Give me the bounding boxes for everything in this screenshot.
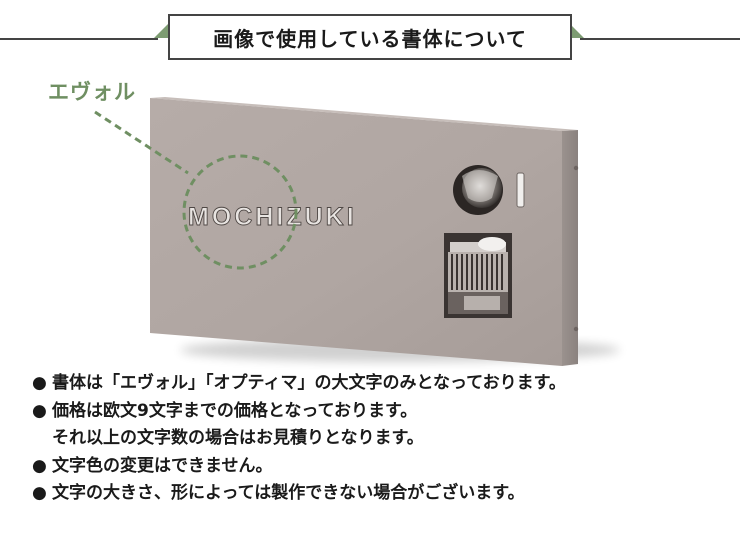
header-corner-left [154, 24, 168, 38]
note-text: それ以上の文字数の場合はお見積りとなります。 [52, 428, 424, 448]
notes-list: ● 書体は「エヴォル」「オプティマ」の大文字のみとなっております。 ● 価格は欧… [32, 370, 566, 508]
note-item: ● 文字色の変更はできません。 [32, 453, 566, 481]
nameplate-text: MOCHIZUKI [188, 203, 357, 231]
header-rule-left [0, 38, 158, 40]
header-rule-right [580, 38, 740, 40]
section-title: 画像で使用している書体について [168, 14, 572, 60]
font-callout-label: エヴォル [48, 80, 136, 104]
panel-side [562, 130, 578, 366]
mailbox-product-image: MOCHIZUKI [94, 97, 620, 366]
note-text: 文字色の変更はできません。 [52, 455, 273, 476]
bullet-icon: ● [32, 373, 47, 393]
indicator-slot [516, 172, 525, 208]
note-item: ● 文字の大きさ、形によっては製作できない場合がございます。 [32, 480, 566, 508]
camera-hole [453, 165, 503, 215]
note-text: 書体は「エヴォル」「オプティマ」の大文字のみとなっております。 [52, 373, 566, 393]
panel-face [150, 98, 562, 366]
nameplate-letters: MOCHIZUKI [188, 203, 357, 232]
note-text: 価格は欧文9文字までの価格となっております。 [52, 400, 418, 421]
font-callout-leader [94, 110, 189, 175]
screw-top [573, 165, 579, 171]
speaker-grille [444, 233, 512, 318]
note-text: 文字の大きさ、形によっては製作できない場合がございます。 [52, 483, 525, 503]
bullet-icon: ● [32, 400, 47, 421]
bullet-icon: ● [32, 483, 47, 503]
note-item: ● 価格は欧文9文字までの価格となっております。 [32, 398, 566, 426]
font-callout-circle [182, 154, 298, 270]
note-item: ● 書体は「エヴォル」「オプティマ」の大文字のみとなっております。 [32, 370, 566, 398]
note-item-continuation: それ以上の文字数の場合はお見積りとなります。 [32, 425, 566, 453]
header-corner-right [570, 24, 584, 38]
screw-bottom [573, 326, 579, 332]
section-header: 画像で使用している書体について [0, 14, 740, 62]
panel-top-edge [150, 97, 578, 131]
bullet-icon: ● [32, 455, 47, 476]
